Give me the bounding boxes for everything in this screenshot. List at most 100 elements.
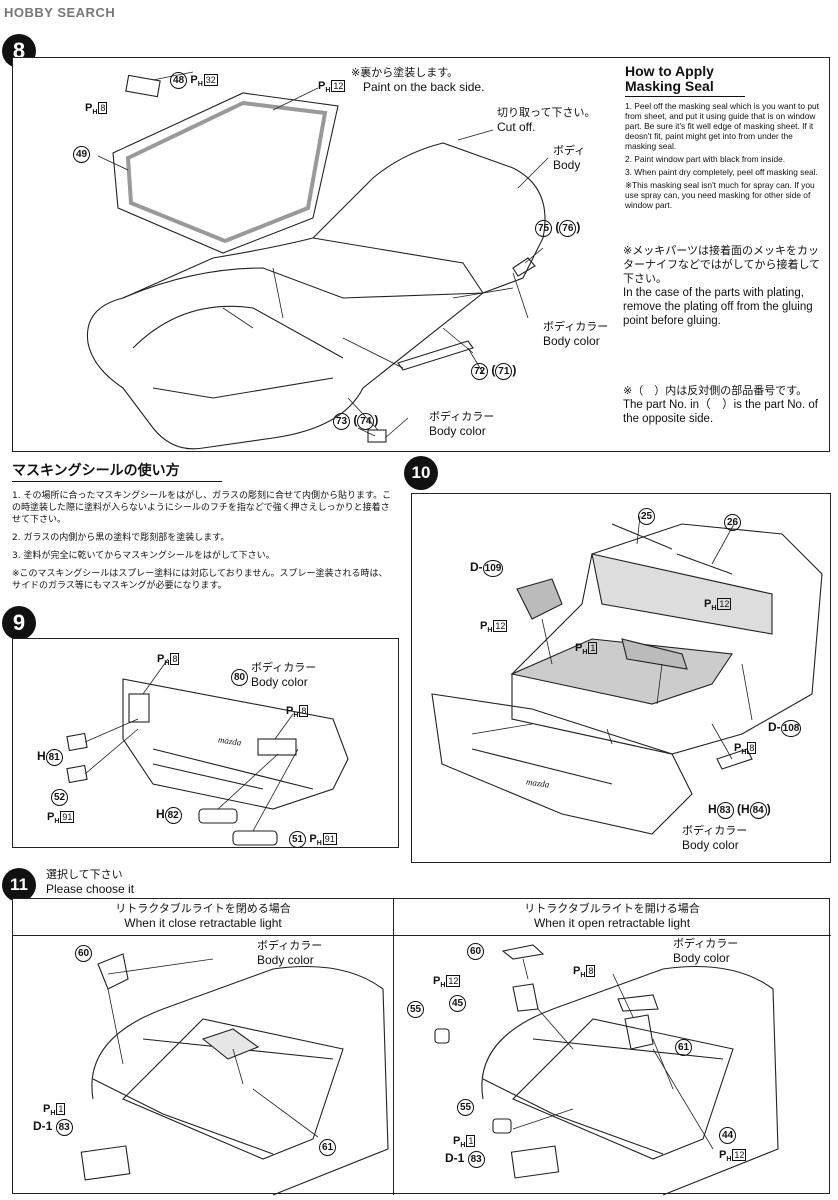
step9-body-color-en: Body color — [251, 675, 308, 689]
masking-jp-title: マスキングシールの使い方 — [12, 464, 222, 482]
left-header-jp: リトラクタブルライトを閉める場合 — [115, 902, 291, 915]
body-color-label-1: ボディカラー Body color — [543, 320, 608, 348]
part-26-number: 26 — [724, 514, 741, 531]
part-109-number: 109 — [482, 560, 504, 577]
masking-jp-section: マスキングシールの使い方 1. その場所に合ったマスキングシールをはがし、ガラス… — [12, 464, 392, 592]
part-76-number: 76 — [559, 220, 577, 237]
part-75-number: 75 — [535, 220, 552, 237]
part-74-number: 74 — [357, 413, 375, 430]
ph-12-tag: 12 — [331, 80, 346, 92]
front-bumper-drawing — [66, 658, 349, 846]
masking-step-1: 1. Peel off the masking seal which is yo… — [625, 101, 819, 151]
part-81-number: 81 — [45, 749, 63, 766]
part-72-number: 72 — [471, 363, 488, 380]
step9-body-color: ボディカラー Body color — [251, 661, 316, 689]
part-80-number: 80 — [231, 669, 248, 686]
masking-jp-item-2: 2. ガラスの内側から黒の塗料で彫刻部を塗装します。 — [12, 533, 230, 543]
engine-bay-drawing — [431, 515, 823, 835]
opposite-note-jp: ※（ ）内は反対側の部品番号です。 — [623, 384, 808, 397]
right-part-55-b: 55 — [457, 1099, 474, 1116]
masking-seal-instructions: How to Apply Masking Seal 1. Peel off th… — [625, 64, 825, 213]
step10-body-color-en: Body color — [682, 838, 739, 852]
part-84-number: 84 — [749, 802, 767, 819]
plating-note-jp: ※メッキパーツは接着面のメッキをカッターナイフなどではがしてから接着して下さい。 — [623, 244, 821, 285]
part-80-callout: 80 — [231, 669, 248, 686]
right-part-55b-number: 55 — [457, 1099, 474, 1116]
right-part-83-number: 83 — [467, 1151, 485, 1168]
left-header: リトラクタブルライトを閉める場合 When it close retractab… — [13, 902, 393, 930]
masking-step-4: ※This masking seal isn't much for spray … — [625, 180, 815, 210]
ph-32-tag: 32 — [203, 74, 218, 86]
left-part-61: 61 — [319, 1139, 336, 1156]
step9-body-color-jp: ボディカラー — [251, 661, 317, 674]
choose-note: 選択して下さい Please choose it — [46, 868, 134, 896]
part-73-callout: 73 (74) — [333, 413, 378, 430]
step-10-number: 10 — [404, 456, 438, 490]
right-part-61: 61 — [675, 1039, 692, 1056]
left-header-en: When it close retractable light — [124, 916, 282, 930]
left-body-color: ボディカラー Body color — [257, 939, 322, 967]
part-51-number: 51 — [289, 831, 306, 848]
left-part-61-number: 61 — [319, 1139, 336, 1156]
right-header-en: When it open retractable light — [533, 916, 691, 930]
part-26-callout: 26 — [724, 514, 741, 531]
body-color-label-2: ボディカラー Body color — [429, 410, 494, 438]
body-en: Body — [553, 158, 581, 172]
right-header: リトラクタブルライトを開ける場合 When it open retractabl… — [393, 902, 831, 930]
ph-8-tag: 8 — [98, 102, 108, 114]
cut-off-en: Cut off. — [497, 120, 536, 134]
body-color-jp-2: ボディカラー — [429, 410, 495, 423]
plating-note-en: In the case of the parts with plating, r… — [623, 287, 813, 327]
choose-jp: 選択して下さい — [46, 868, 123, 881]
step11-header-line — [13, 935, 831, 936]
right-part-44: 44 — [719, 1127, 736, 1144]
part-52-number: 52 — [51, 789, 68, 806]
part-49-callout: 49 — [73, 146, 90, 163]
body-label: ボディ Body — [553, 144, 585, 172]
masking-step-3: 3. When paint dry completely, peel off m… — [625, 167, 818, 177]
part-108-number: 108 — [780, 720, 802, 737]
right-part-60-number: 60 — [467, 943, 484, 960]
right-part-45: 45 — [449, 995, 466, 1012]
masking-step-2: 2. Paint window part with black from ins… — [625, 154, 786, 164]
part-83-number: 83 — [716, 802, 734, 819]
right-part-55-a: 55 — [407, 1001, 424, 1018]
right-body-color-en: Body color — [673, 951, 730, 965]
right-part-60: 60 — [467, 943, 484, 960]
paint-back-side-note: ※裏から塗装します。 Paint on the back side. — [351, 66, 484, 94]
right-header-jp: リトラクタブルライトを開ける場合 — [524, 902, 700, 915]
left-body-color-jp: ボディカラー — [257, 939, 323, 952]
right-d1-83: D-1 83 — [445, 1151, 485, 1168]
part-25-number: 25 — [638, 508, 655, 525]
part-52-callout: 52 — [51, 789, 68, 806]
left-part-60-number: 60 — [75, 945, 92, 962]
opposite-side-note: ※（ ）内は反対側の部品番号です。 The part No. in（ ）is t… — [623, 384, 823, 426]
right-part-44-number: 44 — [719, 1127, 736, 1144]
step10-body-color: ボディカラー Body color — [682, 824, 747, 852]
part-73-number: 73 — [333, 413, 350, 430]
part-109-callout: D-109 — [470, 560, 504, 577]
part-75-callout: 75 (76) — [535, 220, 580, 237]
left-body-color-en: Body color — [257, 953, 314, 967]
part-72-callout: 72 (71) — [471, 363, 516, 380]
cut-off-jp: 切り取って下さい。 — [497, 106, 596, 119]
